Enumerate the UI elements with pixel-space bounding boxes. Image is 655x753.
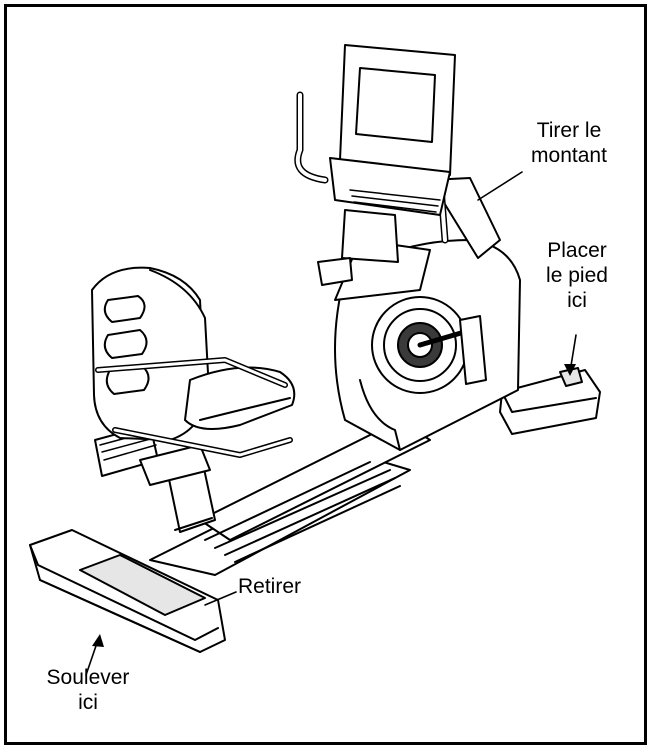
pull-upright-label: Tirer le montant xyxy=(505,118,633,168)
place-foot-line2: le pied xyxy=(546,264,608,287)
front-stabilizer xyxy=(29,529,226,653)
place-foot-line3: ici xyxy=(567,289,587,312)
bottle-holder xyxy=(317,257,353,286)
lift-here-label: Soulever ici xyxy=(18,665,158,715)
main-frame xyxy=(149,419,431,576)
lift-here-line1: Soulever xyxy=(46,666,130,689)
place-foot-label: Placer le pied ici xyxy=(520,238,634,313)
place-foot-line1: Placer xyxy=(547,239,607,262)
pull-upright-line1: Tirer le xyxy=(536,119,602,142)
seat-cushion xyxy=(184,366,296,430)
lift-here-line2: ici xyxy=(78,691,98,714)
remove-line1: Retirer xyxy=(238,575,302,598)
console xyxy=(329,44,456,263)
remove-label: Retirer xyxy=(238,574,338,599)
pull-upright-line2: montant xyxy=(531,144,607,167)
seat-back xyxy=(91,266,211,441)
